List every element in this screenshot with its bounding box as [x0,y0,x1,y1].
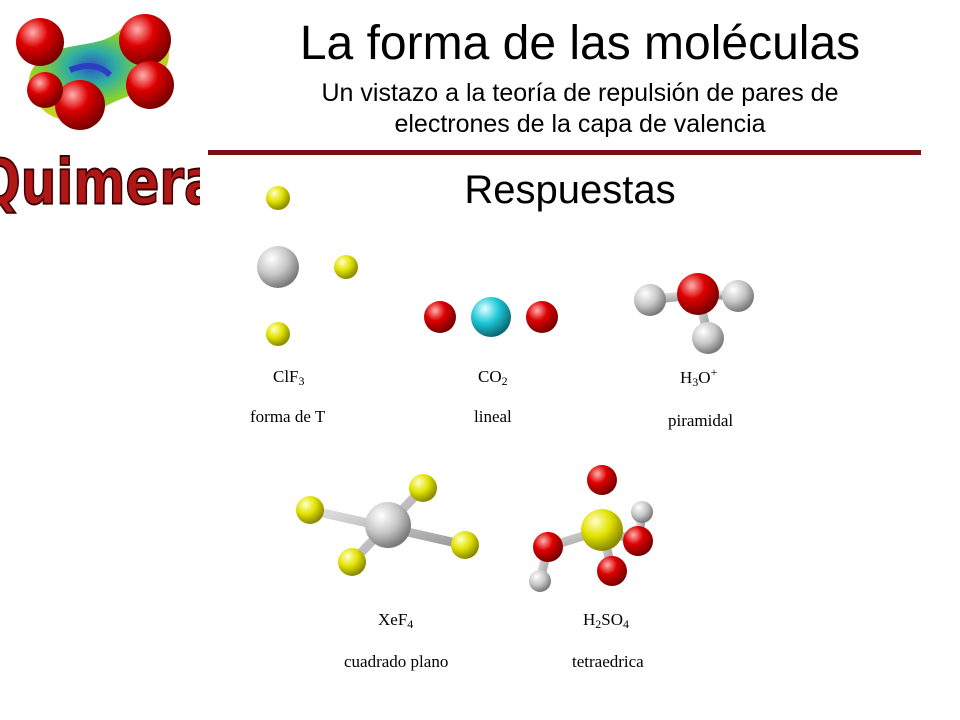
quimera-logo: Quimera [0,0,200,230]
fluorine-atom [266,322,290,346]
sulfur-atom [581,509,623,551]
molecular-surface-logo-icon [16,14,174,130]
chlorine-atom [257,246,299,288]
subtitle-line-1: Un vistazo a la teoría de repulsión de p… [321,79,839,107]
hydrogen-atom [631,501,653,523]
hydrogen-atom [529,570,551,592]
formula-clf3: ClF3 [273,367,305,388]
carbon-atom [471,297,511,337]
fluorine-atom [334,255,358,279]
co2-model [424,297,558,337]
subtitle-line-2: electrones de la capa de valencia [394,110,766,138]
hydrogen-atom [634,284,666,316]
formula-xef4: XeF4 [378,610,414,631]
xef4-model [296,474,479,576]
oxygen-atom [677,273,719,315]
shape-co2: lineal [474,407,512,426]
oxygen-atom [424,301,456,333]
formula-h3o: H3O+ [680,365,718,389]
clf3-model [257,186,358,346]
shape-h3o: piramidal [668,411,734,430]
oxygen-atom [526,301,558,333]
oxygen-atom [597,556,627,586]
fluorine-atom [296,496,324,524]
fluorine-atom [409,474,437,502]
fluorine-atom [338,548,366,576]
shape-h2so4: tetraedrica [572,652,644,671]
shape-clf3: forma de T [250,407,326,426]
shape-xef4: cuadrado plano [344,652,449,671]
oxygen-atom [623,526,653,556]
section-heading: Respuestas [464,168,676,212]
formula-h2so4: H2SO4 [583,610,630,631]
fluorine-atom [451,531,479,559]
oxygen-atom [587,465,617,495]
title-divider [208,150,921,155]
hydrogen-atom [692,322,724,354]
logo-wordmark: Quimera [0,146,200,219]
h3o-model [634,273,754,354]
oxygen-atom [533,532,563,562]
hydrogen-atom [722,280,754,312]
formula-co2: CO2 [478,367,508,388]
xenon-atom [365,502,411,548]
page-title: La forma de las moléculas [299,17,861,70]
fluorine-atom [266,186,290,210]
page-subtitle: Un vistazo a la teoría de repulsión de p… [260,78,900,140]
h2so4-model [529,465,653,592]
